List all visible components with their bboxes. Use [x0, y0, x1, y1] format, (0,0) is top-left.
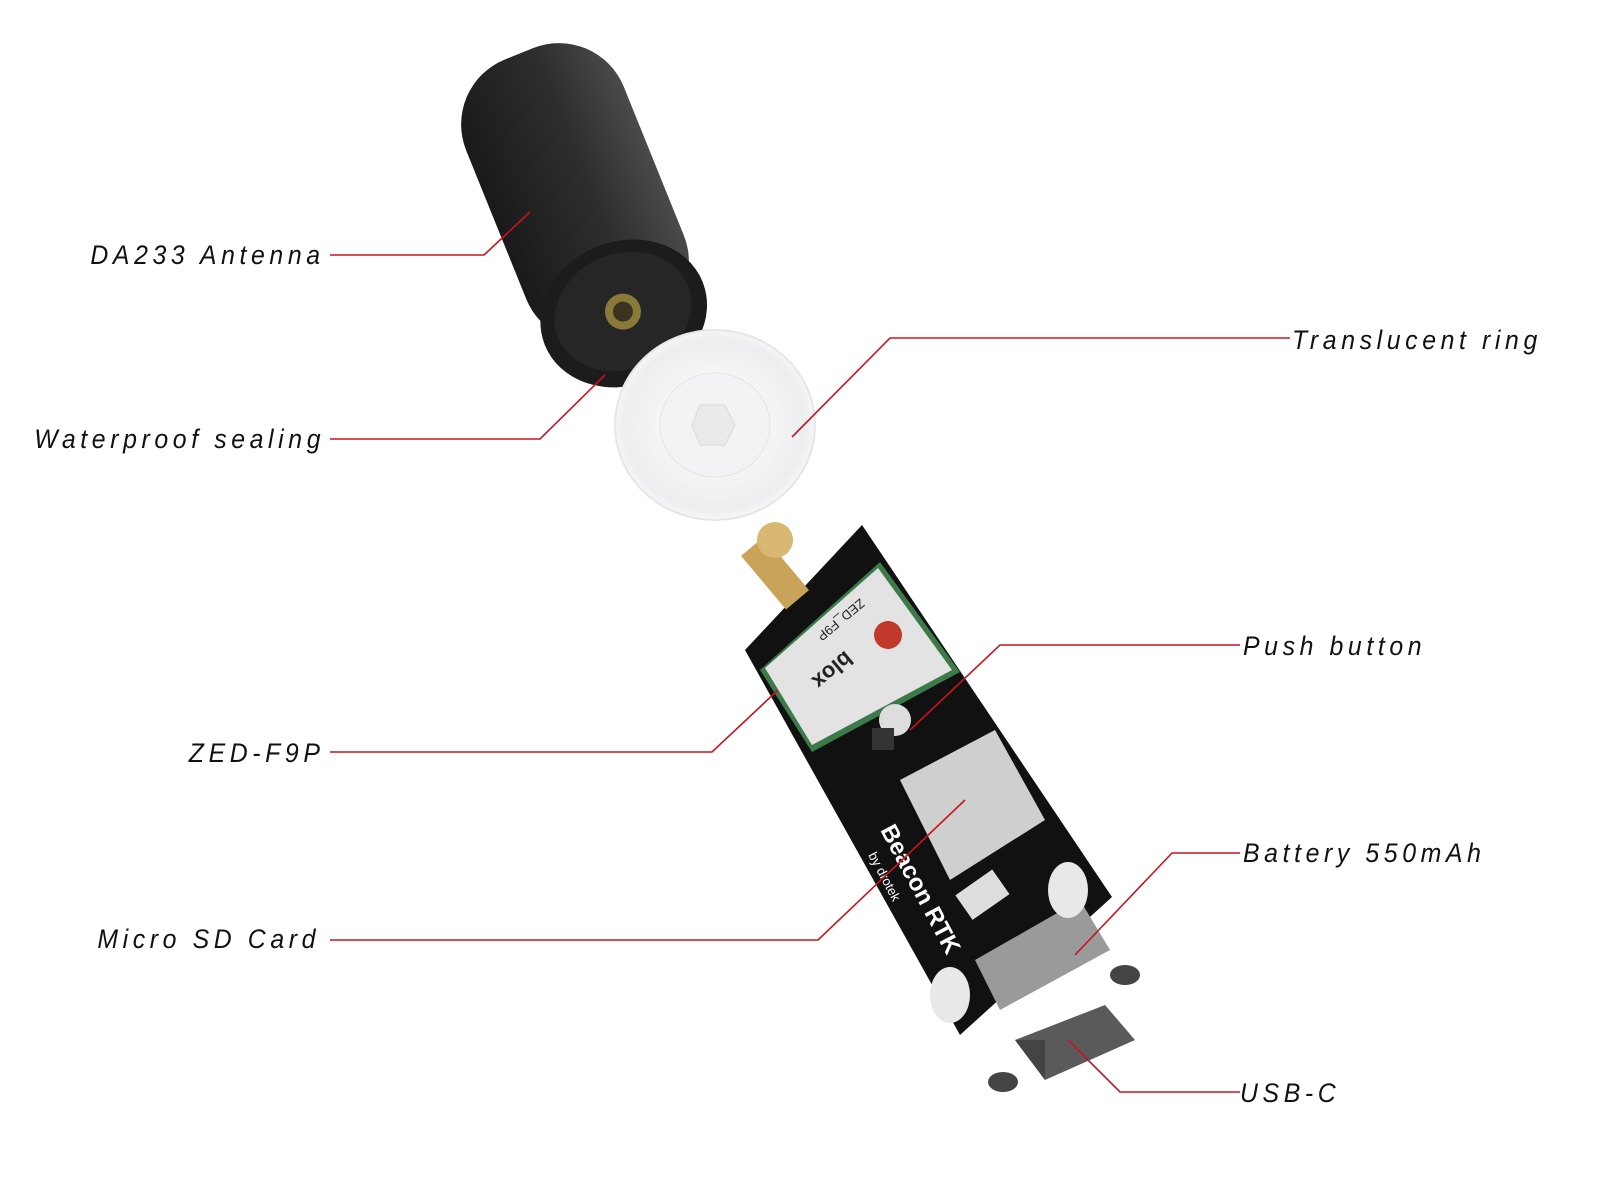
label-sealing: Waterproof sealing	[34, 424, 325, 454]
leader-module	[330, 689, 779, 753]
leader-sealing	[330, 374, 606, 440]
leader-battery	[1074, 852, 1240, 956]
label-push-button: Push button	[1243, 631, 1427, 661]
label-antenna: DA233 Antenna	[90, 240, 325, 270]
label-battery: Battery 550mAh	[1243, 838, 1486, 868]
usb-c-part	[988, 965, 1140, 1092]
label-sd-card: Micro SD Card	[97, 924, 320, 954]
leader-antenna	[330, 211, 531, 256]
label-usb: USB-C	[1240, 1078, 1341, 1108]
leader-sd-card	[330, 799, 966, 941]
translucent-ring-part	[614, 329, 816, 521]
leader-lines	[330, 211, 1290, 1093]
leader-usb	[1067, 1039, 1240, 1093]
leader-ring	[791, 337, 1290, 438]
label-module: ZED-F9P	[189, 738, 325, 768]
leader-push-button	[909, 644, 1240, 731]
pcb-board: blox ZED_F9P Beacon RTK by drotek	[741, 522, 1112, 1035]
label-ring: Translucent ring	[1292, 325, 1542, 355]
